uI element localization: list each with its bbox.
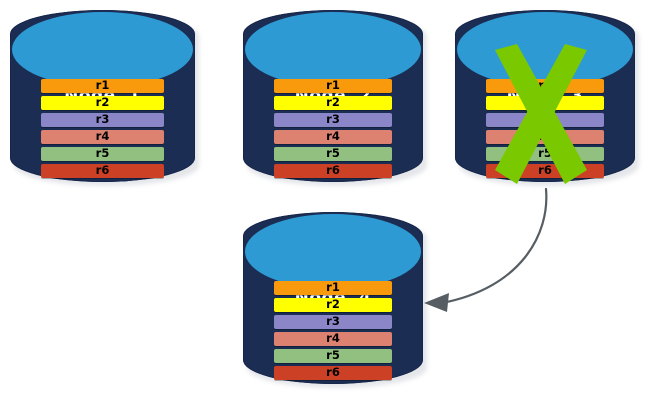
record-r6[interactable]: r6 <box>273 365 393 380</box>
record-r3[interactable]: r3 <box>273 314 393 329</box>
record-r5[interactable]: r5 <box>273 146 393 161</box>
record-r5[interactable]: r5 <box>41 146 164 161</box>
record-r4[interactable]: r4 <box>273 331 393 346</box>
record-r6[interactable]: r6 <box>41 163 164 178</box>
node-2-record-list: r1 r2 r3 r4 r5 r6 <box>273 78 393 178</box>
replication-arrow-head <box>424 293 449 312</box>
node-3-record-list: r1 r2 r3 r4 r5 r6 <box>485 78 605 178</box>
node-4-top-disc <box>243 212 423 292</box>
record-r3[interactable]: r3 <box>273 112 393 127</box>
node-cylinder-2[interactable]: Node 2 r1 r2 r3 r4 r5 r6 <box>243 10 427 186</box>
record-r4[interactable]: r4 <box>41 129 164 144</box>
record-r1[interactable]: r1 <box>273 280 393 295</box>
record-r6[interactable]: r6 <box>273 163 393 178</box>
record-r3[interactable]: r3 <box>41 112 164 127</box>
node-2-top-disc <box>243 10 423 90</box>
record-r2[interactable]: r2 <box>485 95 605 110</box>
record-r1[interactable]: r1 <box>273 78 393 93</box>
node-cylinder-3[interactable]: Node 3 r1 r2 r3 r4 r5 r6 <box>455 10 639 186</box>
node-4-record-list: r1 r2 r3 r4 r5 r6 <box>273 280 393 380</box>
record-r1[interactable]: r1 <box>485 78 605 93</box>
record-r3[interactable]: r3 <box>485 112 605 127</box>
node-cylinder-4[interactable]: Node 4 r1 r2 r3 r4 r5 r6 <box>243 212 427 388</box>
record-r5[interactable]: r5 <box>273 348 393 363</box>
record-r2[interactable]: r2 <box>273 297 393 312</box>
node-1-record-list: r1 r2 r3 r4 r5 r6 <box>41 78 164 178</box>
record-r1[interactable]: r1 <box>41 78 164 93</box>
node-cylinder-1[interactable]: Node 1 r1 r2 r3 r4 r5 r6 <box>10 10 199 186</box>
record-r5[interactable]: r5 <box>485 146 605 161</box>
record-r4[interactable]: r4 <box>485 129 605 144</box>
record-r2[interactable]: r2 <box>41 95 164 110</box>
record-r4[interactable]: r4 <box>273 129 393 144</box>
record-r6[interactable]: r6 <box>485 163 605 178</box>
replication-arrow-curve <box>440 187 548 305</box>
record-r2[interactable]: r2 <box>273 95 393 110</box>
